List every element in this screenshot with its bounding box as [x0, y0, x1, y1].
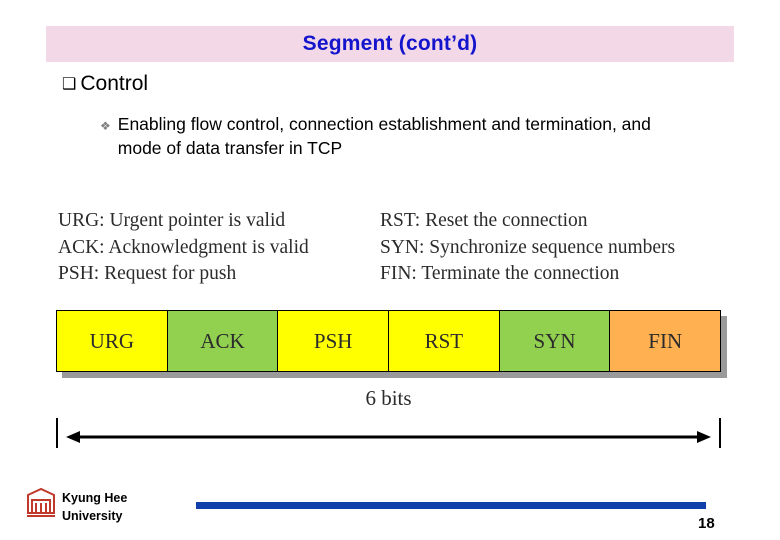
double-arrow-icon — [66, 431, 711, 443]
measure-label: 6 bits — [365, 386, 412, 410]
footer-university-line1: Kyung Hee — [62, 491, 128, 505]
flag-cell-rst: RST — [389, 311, 500, 371]
measure-tick-right — [719, 418, 721, 448]
page-title: Segment (cont’d) — [302, 32, 478, 55]
square-bullet-icon: ❑ — [62, 76, 77, 93]
flag-cell-fin: FIN — [610, 311, 721, 371]
page-number: 18 — [698, 515, 715, 532]
flag-cell-urg: URG — [57, 311, 168, 371]
flags-diagram: URG ACK PSH RST SYN FIN — [56, 310, 728, 378]
bullet-level2: ❖ Enabling flow control, connection esta… — [100, 113, 720, 160]
flags-row: URG ACK PSH RST SYN FIN — [56, 310, 721, 372]
slide-title-bar: Segment (cont’d) — [46, 26, 734, 62]
kyung-hee-logo-icon — [26, 487, 56, 517]
legend-ack: ACK: Acknowledgment is valid — [58, 236, 309, 258]
bullet-level2-label: Enabling flow control, connection establ… — [117, 114, 651, 158]
legend-urg: URG: Urgent pointer is valid — [58, 210, 286, 231]
legend-syn: SYN: Synchronize sequence numbers — [380, 236, 676, 258]
footer-university-line2: University — [62, 509, 123, 524]
legend-rst: RST: Reset the connection — [380, 210, 588, 231]
width-measure: 6 bits — [56, 386, 728, 448]
flag-cell-syn: SYN — [499, 311, 611, 371]
flag-cell-psh: PSH — [278, 311, 390, 371]
legend-row: PSH: Request for push FIN: Terminate the… — [58, 261, 738, 288]
flag-cell-ack: ACK — [167, 311, 279, 371]
diamond-bullet-icon: ❖ — [100, 119, 111, 133]
measure-tick-left — [56, 418, 58, 448]
legend-psh: PSH: Request for push — [58, 263, 237, 285]
legend-fin: FIN: Terminate the connection — [380, 263, 620, 285]
legend-row: URG: Urgent pointer is valid RST: Reset … — [58, 208, 738, 235]
bullet-level1: ❑ Control — [62, 72, 148, 96]
flag-legend: URG: Urgent pointer is valid RST: Reset … — [58, 208, 738, 288]
bullet-level1-label: Control — [80, 72, 149, 95]
footer-rule — [196, 502, 706, 509]
legend-row: ACK: Acknowledgment is valid SYN: Synchr… — [58, 235, 738, 262]
footer-university: Kyung Hee University — [62, 489, 127, 525]
